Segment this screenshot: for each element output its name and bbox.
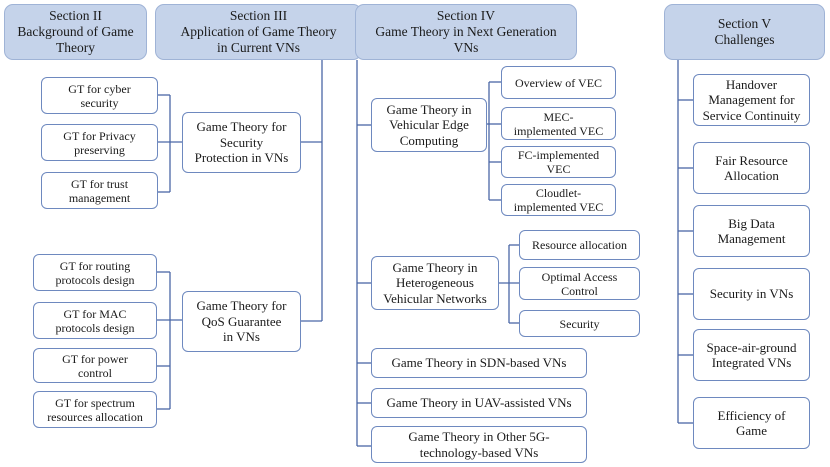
gt-sdn-vns: Game Theory in SDN-based VNs xyxy=(371,348,587,378)
challenge-security: Security in VNs xyxy=(693,268,810,320)
hetero-resource-allocation: Resource allocation xyxy=(519,230,640,260)
gt-uav-vns: Game Theory in UAV-assisted VNs xyxy=(371,388,587,418)
gt-5g-vns: Game Theory in Other 5G-technology-based… xyxy=(371,426,587,463)
vec-mec: MEC-implemented VEC xyxy=(501,107,616,140)
hetero-security: Security xyxy=(519,310,640,337)
vec-cloudlet: Cloudlet-implemented VEC xyxy=(501,184,616,216)
vec-overview: Overview of VEC xyxy=(501,66,616,99)
